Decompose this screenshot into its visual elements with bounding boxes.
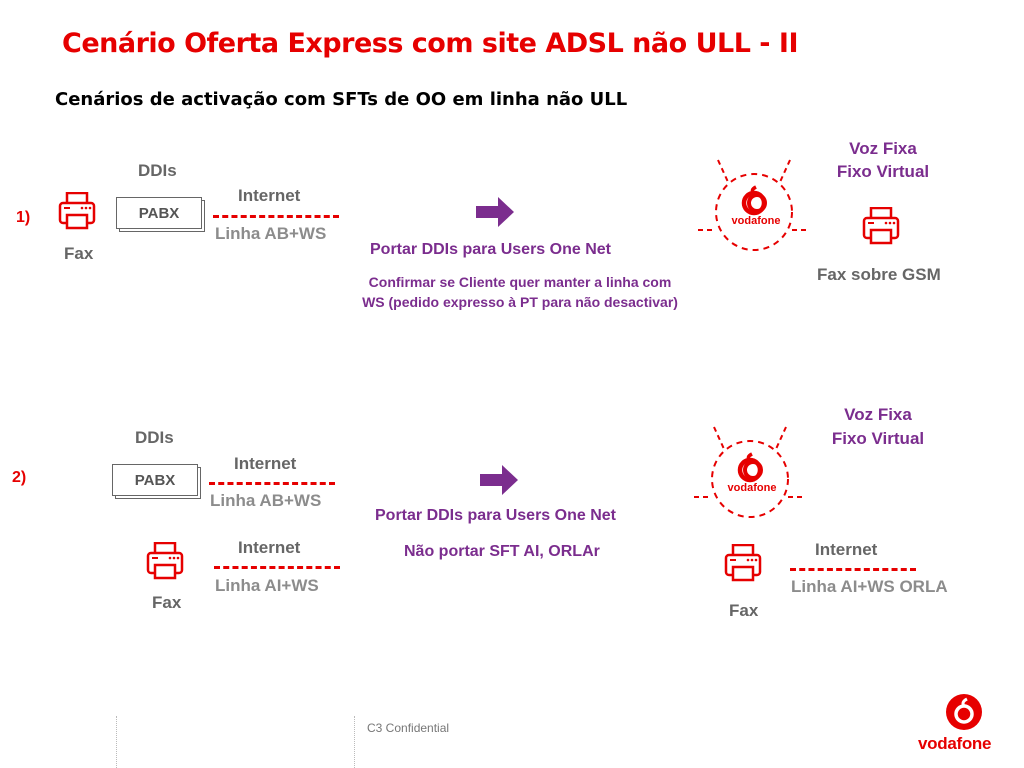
footer-divider [354, 716, 355, 768]
vodafone-cloud [694, 426, 806, 525]
line-connector [790, 568, 916, 571]
page-subtitle: Cenários de activação com SFTs de OO em … [55, 89, 628, 110]
arrow-right-icon [480, 465, 518, 495]
line-label: Linha AI+WS ORLA [791, 577, 948, 596]
action-text: Portar DDIs para Users One Net [370, 241, 611, 258]
vodafone-wordmark: vodafone [731, 215, 781, 227]
confidential-label: C3 Confidential [367, 721, 450, 735]
fax-icon [724, 544, 762, 582]
action-text: Portar DDIs para Users One Net [375, 507, 616, 524]
pabx-box: PABX [112, 464, 198, 496]
line-label: Linha AI+WS [215, 576, 319, 595]
voz-fixa-label: Voz Fixa [849, 139, 917, 158]
note-text: Não portar SFT AI, ORLAr [404, 543, 600, 560]
vodafone-logo-icon [747, 193, 767, 213]
internet-label: Internet [238, 538, 301, 557]
fax-icon [862, 207, 900, 245]
vodafone-cloud [698, 159, 810, 258]
vodafone-wordmark: vodafone [727, 482, 777, 494]
vodafone-logo-icon [946, 694, 982, 730]
ddis-label: DDIs [135, 428, 174, 447]
internet-label: Internet [238, 186, 301, 205]
voz-fixa-label: Voz Fixa [844, 405, 912, 424]
page-title: Cenário Oferta Express com site ADSL não… [62, 28, 799, 59]
fax-icon [58, 192, 96, 230]
line-connector [213, 215, 339, 218]
fax-gsm-label: Fax sobre GSM [817, 265, 941, 284]
vodafone-logo-icon [743, 460, 763, 480]
internet-label: Internet [234, 454, 297, 473]
ddis-label: DDIs [138, 161, 177, 180]
fixo-virtual-label: Fixo Virtual [831, 429, 925, 448]
line-label: Linha AB+WS [210, 491, 322, 510]
scenario-number: 2) [12, 469, 27, 486]
fax-label: Fax [729, 601, 759, 620]
footer-divider [116, 716, 117, 768]
line-connector [214, 566, 340, 569]
line-label: Linha AB+WS [215, 224, 327, 243]
fixo-virtual-label: Fixo Virtual [836, 162, 930, 181]
scenario-number: 1) [16, 209, 31, 226]
pabx-box: PABX [116, 197, 202, 229]
fax-label: Fax [152, 593, 182, 612]
arrow-right-icon [476, 197, 514, 227]
internet-label: Internet [815, 540, 878, 559]
footer-brand: vodafone [918, 734, 992, 753]
fax-label: Fax [64, 244, 94, 263]
fax-icon [146, 542, 184, 580]
line-connector [209, 482, 335, 485]
note-text: Confirmar se Cliente quer manter a linha… [362, 274, 678, 310]
